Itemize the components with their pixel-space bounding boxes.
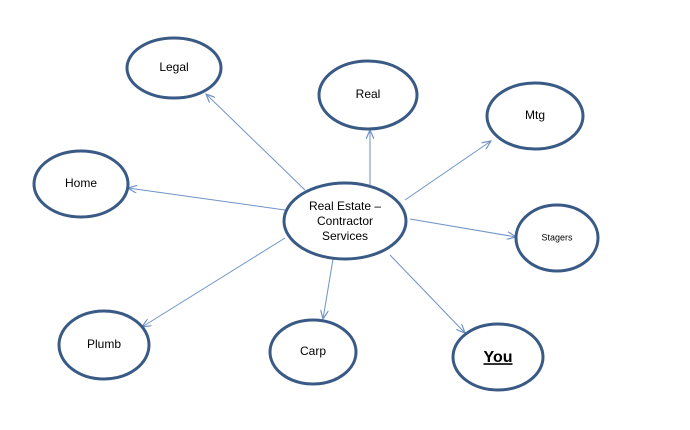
node-stagers-label: Stagers xyxy=(541,232,573,242)
node-mtg: Mtg xyxy=(485,81,585,151)
node-real-label: Real xyxy=(356,87,381,101)
arrow-to-home xyxy=(128,188,286,211)
node-real: Real xyxy=(317,59,419,131)
node-home-label: Home xyxy=(65,176,97,190)
center-label-line-3: Services xyxy=(322,229,368,243)
center-label-line-1: Real Estate – xyxy=(309,199,381,213)
arrow-to-you xyxy=(389,254,465,333)
arrow-to-plumb xyxy=(142,237,286,327)
node-home: Home xyxy=(32,149,130,219)
node-mtg-label: Mtg xyxy=(525,108,545,122)
node-plumb: Plumb xyxy=(57,309,151,381)
arrow-to-stagers xyxy=(409,218,516,237)
node-you: You xyxy=(451,322,545,392)
center-label-line-2: Contractor xyxy=(317,214,373,228)
node-carp: Carp xyxy=(268,318,358,386)
node-legal: Legal xyxy=(125,36,223,100)
node-plumb-label: Plumb xyxy=(87,337,121,351)
node-stagers: Stagers xyxy=(514,203,600,273)
node-carp-label: Carp xyxy=(300,344,326,358)
arrow-to-carp xyxy=(323,258,334,319)
node-legal-label: Legal xyxy=(159,60,188,74)
node-you-label: You xyxy=(483,349,512,366)
node-center-hub: Real Estate – Contractor Services xyxy=(282,181,408,261)
arrow-to-legal xyxy=(206,94,306,191)
arrow-to-mtg xyxy=(404,141,491,201)
